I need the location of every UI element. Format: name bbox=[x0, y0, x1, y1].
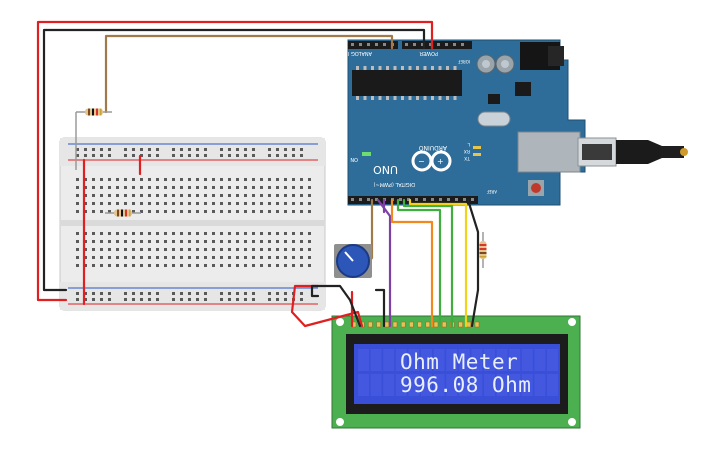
lcd-line-1: Ohm Meter bbox=[400, 350, 518, 374]
analog-in-label: ANALOG IN bbox=[344, 50, 372, 56]
svg-text:−: − bbox=[418, 157, 425, 166]
analog-header bbox=[348, 41, 398, 49]
ioref-label: IOREF bbox=[457, 59, 470, 64]
power-label: POWER bbox=[419, 50, 438, 56]
rx-label: RX bbox=[464, 148, 470, 154]
lcd-line-2: 996.08 Ohm bbox=[400, 373, 531, 397]
wire-green-d6[interactable] bbox=[396, 198, 442, 328]
svg-text:+: + bbox=[437, 157, 444, 166]
aref-label: AREF bbox=[486, 189, 497, 194]
wire-red-5v[interactable] bbox=[36, 20, 434, 302]
breadboard[interactable] bbox=[59, 137, 326, 311]
tx-label: TX bbox=[464, 155, 471, 161]
lcd-display[interactable]: Ohm Meter 996.08 Ohm bbox=[331, 315, 581, 429]
wire-green-d7[interactable] bbox=[402, 198, 454, 328]
wire-brown-analog[interactable] bbox=[104, 34, 394, 114]
regulator-icon bbox=[515, 82, 531, 96]
breadboard-holes bbox=[76, 148, 311, 301]
on-led-label: ON bbox=[350, 156, 358, 162]
arduino-board[interactable]: − + ARDUINO UNO ON TX RX L DIGITAL (PWM~… bbox=[344, 39, 586, 206]
wire-black-lcd-2[interactable] bbox=[374, 288, 386, 328]
wire-black-lcd[interactable] bbox=[310, 284, 362, 328]
resistor-known[interactable] bbox=[76, 108, 112, 116]
arduino-logo-icon: − + bbox=[411, 150, 452, 172]
digital-label: DIGITAL (PWM~) bbox=[373, 181, 415, 187]
wire-orange-d5[interactable] bbox=[390, 198, 434, 328]
usb-cable[interactable] bbox=[577, 137, 688, 167]
l-led-label: L bbox=[467, 141, 470, 147]
usb-port-icon bbox=[517, 131, 581, 173]
wire-red-lcd[interactable] bbox=[290, 284, 364, 328]
resistor-backlight[interactable] bbox=[479, 232, 487, 268]
wire-black-backlight[interactable] bbox=[466, 198, 480, 328]
model-label: UNO bbox=[373, 163, 398, 176]
wire-yellow-d8[interactable] bbox=[408, 198, 468, 328]
wire-black-gnd[interactable] bbox=[42, 28, 426, 292]
potentiometer[interactable] bbox=[334, 244, 372, 278]
digital-header bbox=[348, 196, 478, 204]
resistor-unknown[interactable] bbox=[105, 209, 141, 217]
microcontroller-chip bbox=[352, 70, 462, 96]
crystal-icon bbox=[477, 111, 511, 127]
brand-label: ARDUINO bbox=[418, 144, 447, 151]
wire-purple-en[interactable] bbox=[376, 198, 392, 328]
